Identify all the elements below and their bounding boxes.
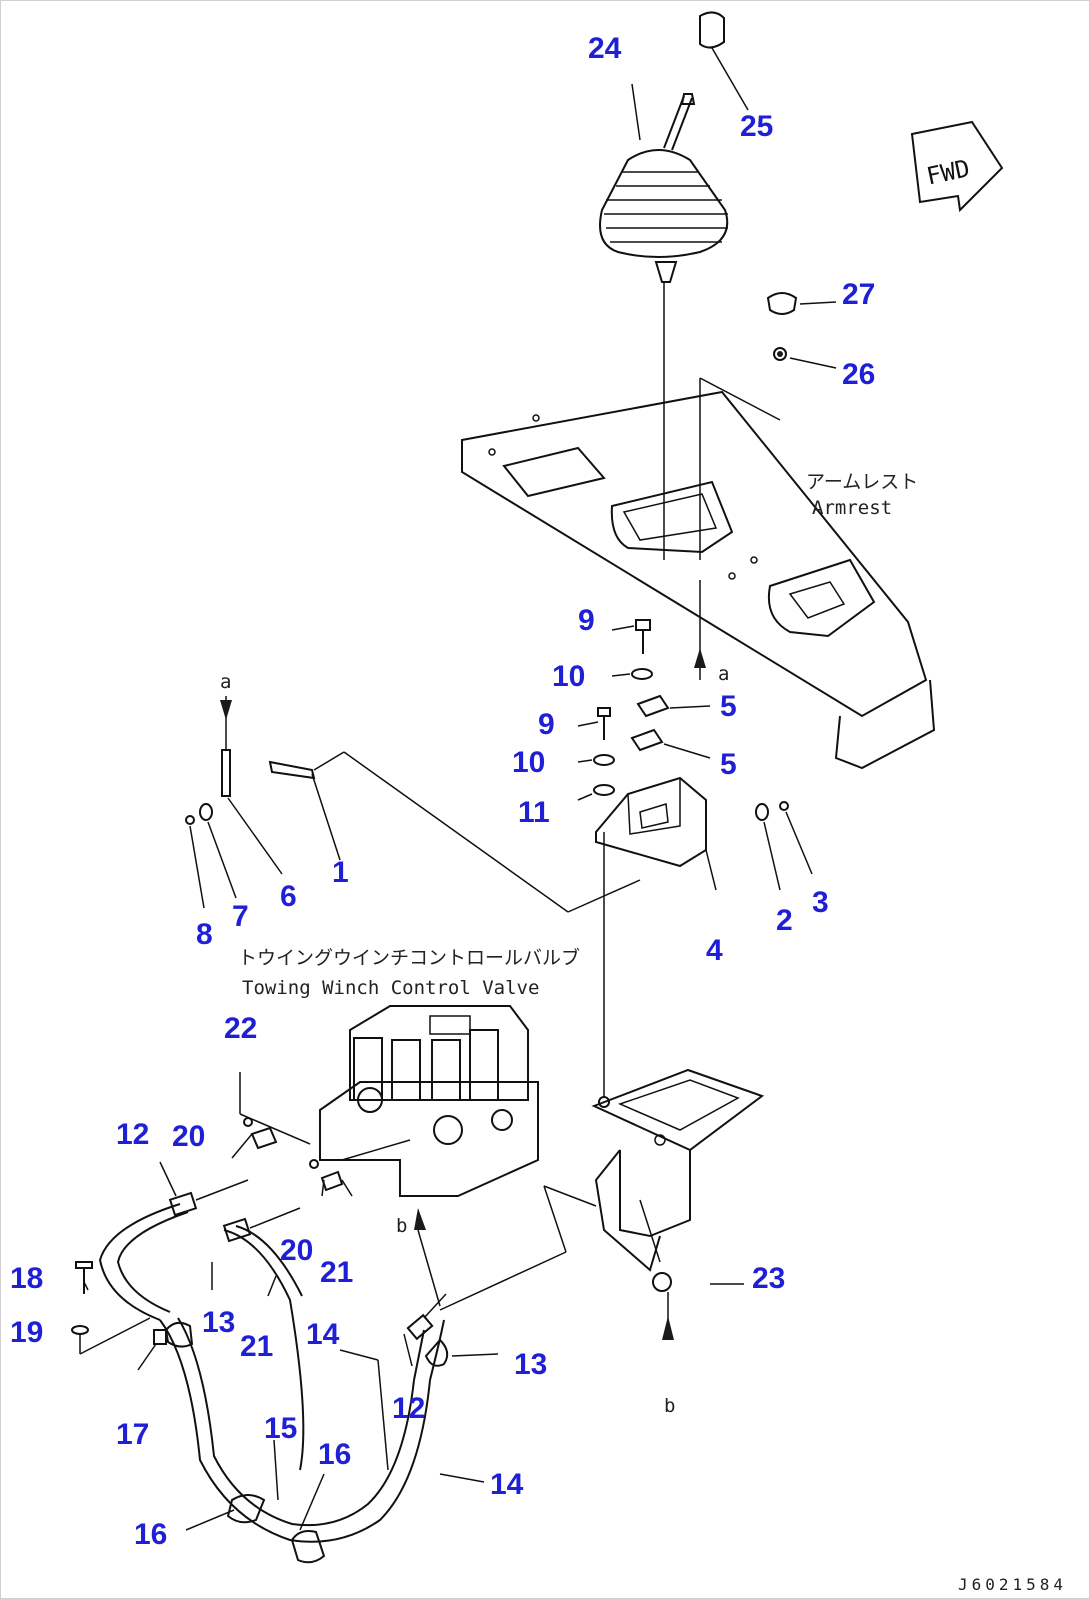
callout-13b: 13	[514, 1348, 547, 1381]
callout-11: 11	[518, 796, 550, 829]
callout-10b: 10	[512, 746, 545, 779]
callout-1: 1	[332, 856, 349, 889]
callout-26: 26	[842, 358, 875, 391]
valve-label-en: Towing Winch Control Valve	[242, 977, 539, 999]
callout-20b: 20	[280, 1234, 313, 1267]
callout-15: 15	[264, 1412, 297, 1445]
mark-b-lower: b	[664, 1395, 675, 1417]
lever-base: b b	[396, 1068, 765, 1417]
callout-20a: 20	[172, 1120, 205, 1153]
callout-8: 8	[196, 918, 213, 951]
callout-3: 3	[812, 886, 829, 919]
cap	[766, 292, 837, 315]
washer-11	[577, 784, 615, 801]
armrest-label-jp: アームレスト	[806, 471, 918, 493]
callout-22: 22	[224, 1012, 257, 1045]
washer-10	[577, 668, 653, 766]
drawing-code: J6021584	[958, 1575, 1067, 1594]
callout-5a: 5	[720, 690, 737, 723]
pin-2-3	[755, 801, 813, 891]
bolt-9	[577, 619, 651, 740]
callout-13a: 13	[202, 1306, 235, 1339]
svg-text:a: a	[220, 671, 231, 693]
leader-lines	[83, 83, 641, 1531]
callout-18: 18	[10, 1262, 43, 1295]
callout-12a: 12	[116, 1118, 149, 1151]
control-valve: トウイングウインチコントロールバルブ Towing Winch Control …	[238, 946, 580, 1197]
callout-6: 6	[280, 880, 297, 913]
callout-16b: 16	[134, 1518, 167, 1551]
callout-25: 25	[740, 110, 773, 143]
armrest-label-en: Armrest	[812, 497, 892, 519]
control-lever	[599, 93, 729, 560]
callout-19: 19	[10, 1316, 43, 1349]
callout-9a: 9	[578, 604, 595, 637]
callout-4: 4	[706, 934, 723, 967]
callout-24: 24	[588, 32, 622, 65]
callout-23: 23	[752, 1262, 785, 1295]
nut	[773, 347, 837, 369]
callout-17: 17	[116, 1418, 149, 1451]
callout-7: 7	[232, 900, 249, 933]
fwd-direction-mark: FWD	[910, 120, 1004, 213]
callout-5b: 5	[720, 748, 737, 781]
cable-assembly	[71, 1072, 449, 1564]
callout-12b: 12	[392, 1392, 425, 1425]
clip-5	[630, 694, 711, 759]
grip	[699, 11, 749, 111]
fwd-label: FWD	[924, 154, 972, 190]
callout-2: 2	[776, 904, 793, 937]
svg-text:a: a	[718, 663, 729, 685]
callout-9b: 9	[538, 708, 555, 741]
valve-label-jp: トウイングウインチコントロールバルブ	[238, 946, 580, 969]
callout-14a: 14	[306, 1318, 340, 1351]
callout-numbers: 1 2 3 4 5 5 6 7 8 9 9 10 10 11 12 12 13 …	[10, 32, 875, 1551]
mark-b-upper: b	[396, 1215, 407, 1237]
callout-27: 27	[842, 278, 875, 311]
callout-10a: 10	[552, 660, 585, 693]
callout-21a: 21	[320, 1256, 353, 1289]
link-rod: a a	[185, 663, 729, 913]
callout-21b: 21	[240, 1330, 273, 1363]
callout-14b: 14	[490, 1468, 524, 1501]
armrest: アームレスト Armrest	[461, 377, 936, 770]
bracket	[595, 776, 717, 1098]
callout-16a: 16	[318, 1438, 351, 1471]
